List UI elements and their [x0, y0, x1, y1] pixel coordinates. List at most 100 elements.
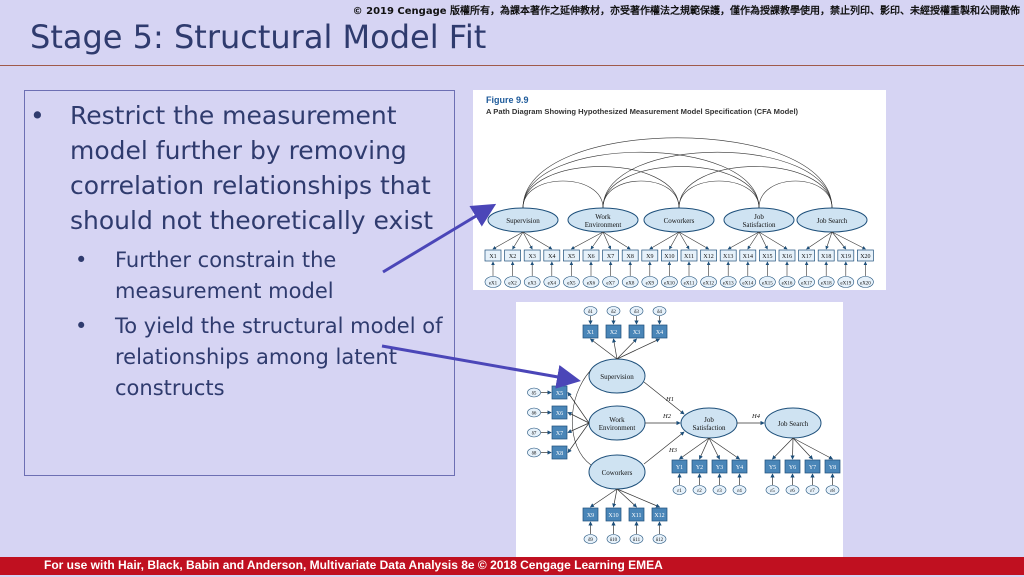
error-term: δ7	[527, 427, 541, 438]
path-label: H4	[751, 413, 761, 420]
error-label: ε3	[717, 489, 722, 494]
error-label: eX9	[646, 282, 655, 287]
error-term: eX2	[504, 276, 521, 288]
loading-arrow	[570, 231, 604, 250]
indicator-box: Y3	[711, 459, 728, 474]
indicator-label: X7	[607, 254, 614, 260]
loading-arrow	[492, 231, 524, 250]
indicator-box: X14	[739, 249, 757, 262]
indicator-box: X12	[700, 249, 717, 262]
error-term: eX10	[661, 276, 678, 288]
error-label: ε8	[830, 489, 835, 494]
error-label: ε7	[810, 489, 815, 494]
error-label: δ2	[611, 310, 616, 315]
loading-arrow	[616, 338, 637, 360]
bullet-dot: •	[75, 314, 88, 338]
path-label: H2	[662, 413, 672, 420]
indicator-box: X16	[778, 249, 796, 262]
indicator-box: X8	[621, 249, 639, 262]
error-label: δ3	[634, 310, 639, 315]
indicator-label: X18	[821, 254, 831, 260]
indicator-label: X14	[743, 254, 753, 260]
footer-text: For use with Hair, Black, Babin and Ande…	[44, 558, 663, 572]
indicator-label: Y4	[736, 465, 743, 471]
loading-arrow	[612, 338, 618, 360]
content-box	[24, 90, 455, 476]
construct-label: Coworkers	[664, 217, 695, 225]
title-divider	[0, 65, 1024, 66]
indicator-box: Y2	[691, 459, 708, 474]
error-term: δ9	[583, 534, 598, 544]
error-label: δ4	[657, 310, 662, 315]
indicator-box: X12	[651, 507, 668, 522]
construct-label: Job	[704, 416, 714, 424]
indicator-label: X6	[556, 411, 563, 417]
indicator-label: X12	[654, 513, 664, 519]
path-label: H1	[665, 396, 674, 403]
loading-arrow	[590, 231, 604, 250]
error-term: ε6	[785, 485, 800, 495]
indicator-box: Y7	[804, 459, 821, 474]
error-label: eX19	[840, 282, 851, 287]
copyright-notice: © 2019 Cengage 版權所有，為課本著作之延伸教材，亦受著作權法之規範…	[352, 6, 1020, 17]
indicator-label: X8	[556, 451, 563, 457]
indicator-box: X19	[837, 249, 855, 262]
indicator-label: Y6	[789, 465, 796, 471]
indicator-label: X4	[656, 330, 663, 336]
error-label: eX18	[821, 282, 832, 287]
indicator-label: Y2	[696, 465, 703, 471]
loading-arrow	[522, 231, 533, 250]
loading-arrow	[678, 231, 710, 250]
loading-arrow	[567, 412, 590, 424]
indicator-box: X5	[563, 249, 580, 262]
correlation-arc	[678, 180, 760, 209]
loading-arrow	[612, 488, 618, 508]
indicator-box: X9	[641, 249, 659, 262]
error-label: eX10	[664, 282, 675, 287]
error-label: eX12	[703, 282, 714, 287]
error-label: δ12	[656, 538, 664, 543]
indicator-label: X15	[762, 254, 772, 260]
error-label: eX5	[567, 282, 576, 287]
error-term: δ4	[652, 306, 667, 316]
error-term: δ1	[583, 306, 598, 316]
indicator-box: X20	[857, 249, 874, 262]
loading-arrow	[790, 437, 795, 460]
indicator-box: Y5	[764, 459, 781, 474]
indicator-label: X19	[841, 254, 851, 260]
error-term: ε8	[825, 485, 840, 495]
indicator-label: Y8	[829, 465, 836, 471]
error-term: eX9	[641, 276, 659, 288]
indicator-label: X2	[610, 330, 617, 336]
construct-label: Job Search	[817, 217, 848, 225]
footer-bar: For use with Hair, Black, Babin and Ande…	[0, 557, 1024, 575]
indicator-box: Y6	[784, 459, 801, 474]
error-label: δ5	[532, 392, 537, 397]
indicator-box: X10	[661, 249, 678, 262]
indicator-label: X20	[860, 254, 870, 260]
error-term: δ5	[527, 387, 541, 398]
indicator-box: X2	[605, 324, 622, 339]
loading-arrow	[616, 488, 638, 508]
error-label: ε6	[790, 489, 795, 494]
loading-arrow	[708, 437, 741, 460]
indicator-box: X3	[523, 249, 541, 262]
error-term: δ12	[652, 534, 667, 544]
indicator-box: X5	[551, 385, 568, 400]
construct-node: Supervision	[487, 207, 559, 233]
bullet-dot: •	[30, 101, 45, 130]
correlation-arc	[678, 166, 833, 209]
indicator-label: X2	[509, 254, 516, 260]
error-term: ε7	[805, 485, 820, 495]
indicator-label: Y3	[716, 465, 723, 471]
error-label: δ7	[532, 432, 537, 437]
path-h1	[643, 381, 685, 415]
indicator-box: X11	[680, 249, 698, 262]
correlation-arc	[522, 180, 604, 209]
construct-label: Job Search	[778, 420, 809, 428]
indicator-label: X1	[587, 330, 594, 336]
error-term: δ6	[527, 407, 541, 418]
